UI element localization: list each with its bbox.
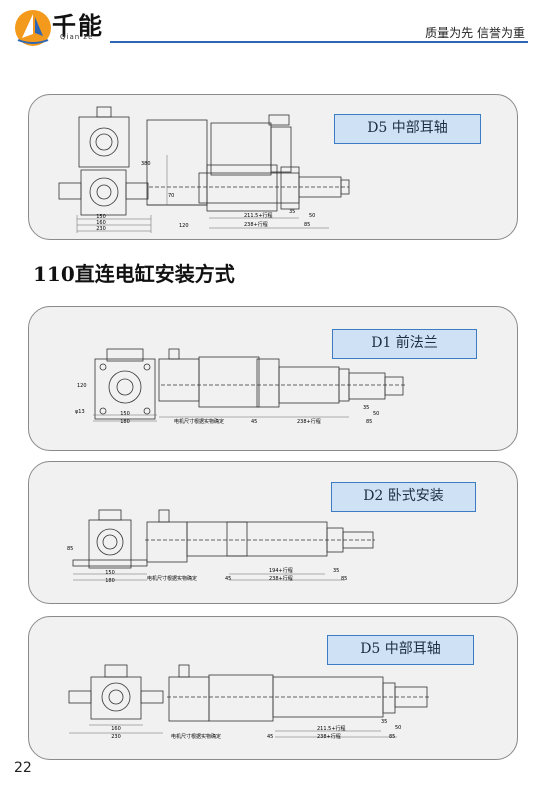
dim-h1: 120 [77, 383, 87, 389]
dim-w1: 160 [111, 726, 121, 732]
dim-h1: 380 [141, 161, 151, 167]
drawing-panel-d1: 150 180 120 φ13 电机尺寸根据实物确定 45 238+行程 35 … [28, 306, 518, 451]
dim-hole: φ13 [75, 409, 85, 415]
dim-stroke2: 238+行程 [269, 575, 293, 582]
dim-d3: 85 [389, 734, 395, 740]
header-divider [110, 41, 528, 43]
dim-45: 45 [225, 576, 231, 582]
dim-d1: 35 [381, 719, 387, 725]
dim-h2: 70 [168, 193, 174, 199]
mount-type-tag: D2 卧式安装 [331, 482, 476, 512]
dim-d2: 85 [341, 576, 347, 582]
dim-d2: 50 [373, 411, 379, 417]
section-title: 110直连电缸安装方式 [33, 262, 235, 286]
dim-stroke1: 194+行程 [269, 567, 293, 574]
brand-name-en: Qian ze [60, 33, 94, 41]
drawing-panel-d2: 150 180 85 电机尺寸根据实物确定 45 194+行程 238+行程 3… [28, 461, 518, 604]
dim-stroke1: 211.5+行程 [244, 212, 273, 219]
dim-stroke2: 238+行程 [317, 733, 341, 740]
dim-w2: 160 [96, 220, 106, 226]
dim-w1: 150 [96, 214, 106, 220]
dim-w3: 230 [96, 226, 106, 232]
dim-w1: 150 [120, 411, 130, 417]
dim-w2: 230 [111, 734, 121, 740]
brand-name-cn: 千能 [52, 11, 104, 40]
dim-45: 45 [267, 734, 273, 740]
technical-drawing: 150 180 85 电机尺寸根据实物确定 45 194+行程 238+行程 3… [67, 509, 375, 584]
drawing-panel-d5-bottom: 160 230 电机尺寸根据实物确定 45 211.5+行程 238+行程 35… [28, 616, 518, 760]
technical-drawing: 150 180 120 φ13 电机尺寸根据实物确定 45 238+行程 35 … [75, 348, 405, 425]
motor-note: 电机尺寸根据实物确定 [171, 733, 221, 740]
company-logo-icon [15, 10, 51, 46]
dim-stroke2: 238+行程 [244, 221, 268, 228]
dim-w1: 150 [105, 570, 115, 576]
dim-d1: 35 [289, 209, 295, 215]
dim-d2: 50 [309, 213, 315, 219]
dim-45: 45 [251, 419, 257, 425]
dim-d1: 35 [333, 568, 339, 574]
page-header: 千能 Qian ze 质量为先 信誉为重 [0, 0, 539, 50]
drawing-panel-d5-top: 150 160 230 380 70 120 211.5+行程 238+行程 3… [28, 94, 518, 240]
dim-w2: 180 [120, 419, 130, 425]
dim-h1: 85 [67, 546, 73, 552]
mount-type-tag: D5 中部耳轴 [334, 114, 481, 144]
mount-type-tag: D1 前法兰 [332, 329, 477, 359]
mount-type-tag: D5 中部耳轴 [327, 635, 474, 665]
technical-drawing: 160 230 电机尺寸根据实物确定 45 211.5+行程 238+行程 35… [68, 664, 429, 740]
dim-d1: 35 [363, 405, 369, 411]
dim-d3: 85 [304, 222, 310, 228]
page-number: 22 [14, 760, 32, 776]
dim-w2: 180 [105, 578, 115, 584]
technical-drawing: 150 160 230 380 70 120 211.5+行程 238+行程 3… [58, 106, 350, 233]
motor-note: 电机尺寸根据实物确定 [147, 575, 197, 582]
dim-stroke: 238+行程 [297, 418, 321, 425]
dim-d2: 50 [395, 725, 401, 731]
motor-note: 电机尺寸根据实物确定 [174, 418, 224, 425]
dim-stroke1: 211.5+行程 [317, 725, 346, 732]
dim-d3: 85 [366, 419, 372, 425]
header-slogan: 质量为先 信誉为重 [425, 26, 525, 40]
dim-len1: 120 [179, 223, 189, 229]
